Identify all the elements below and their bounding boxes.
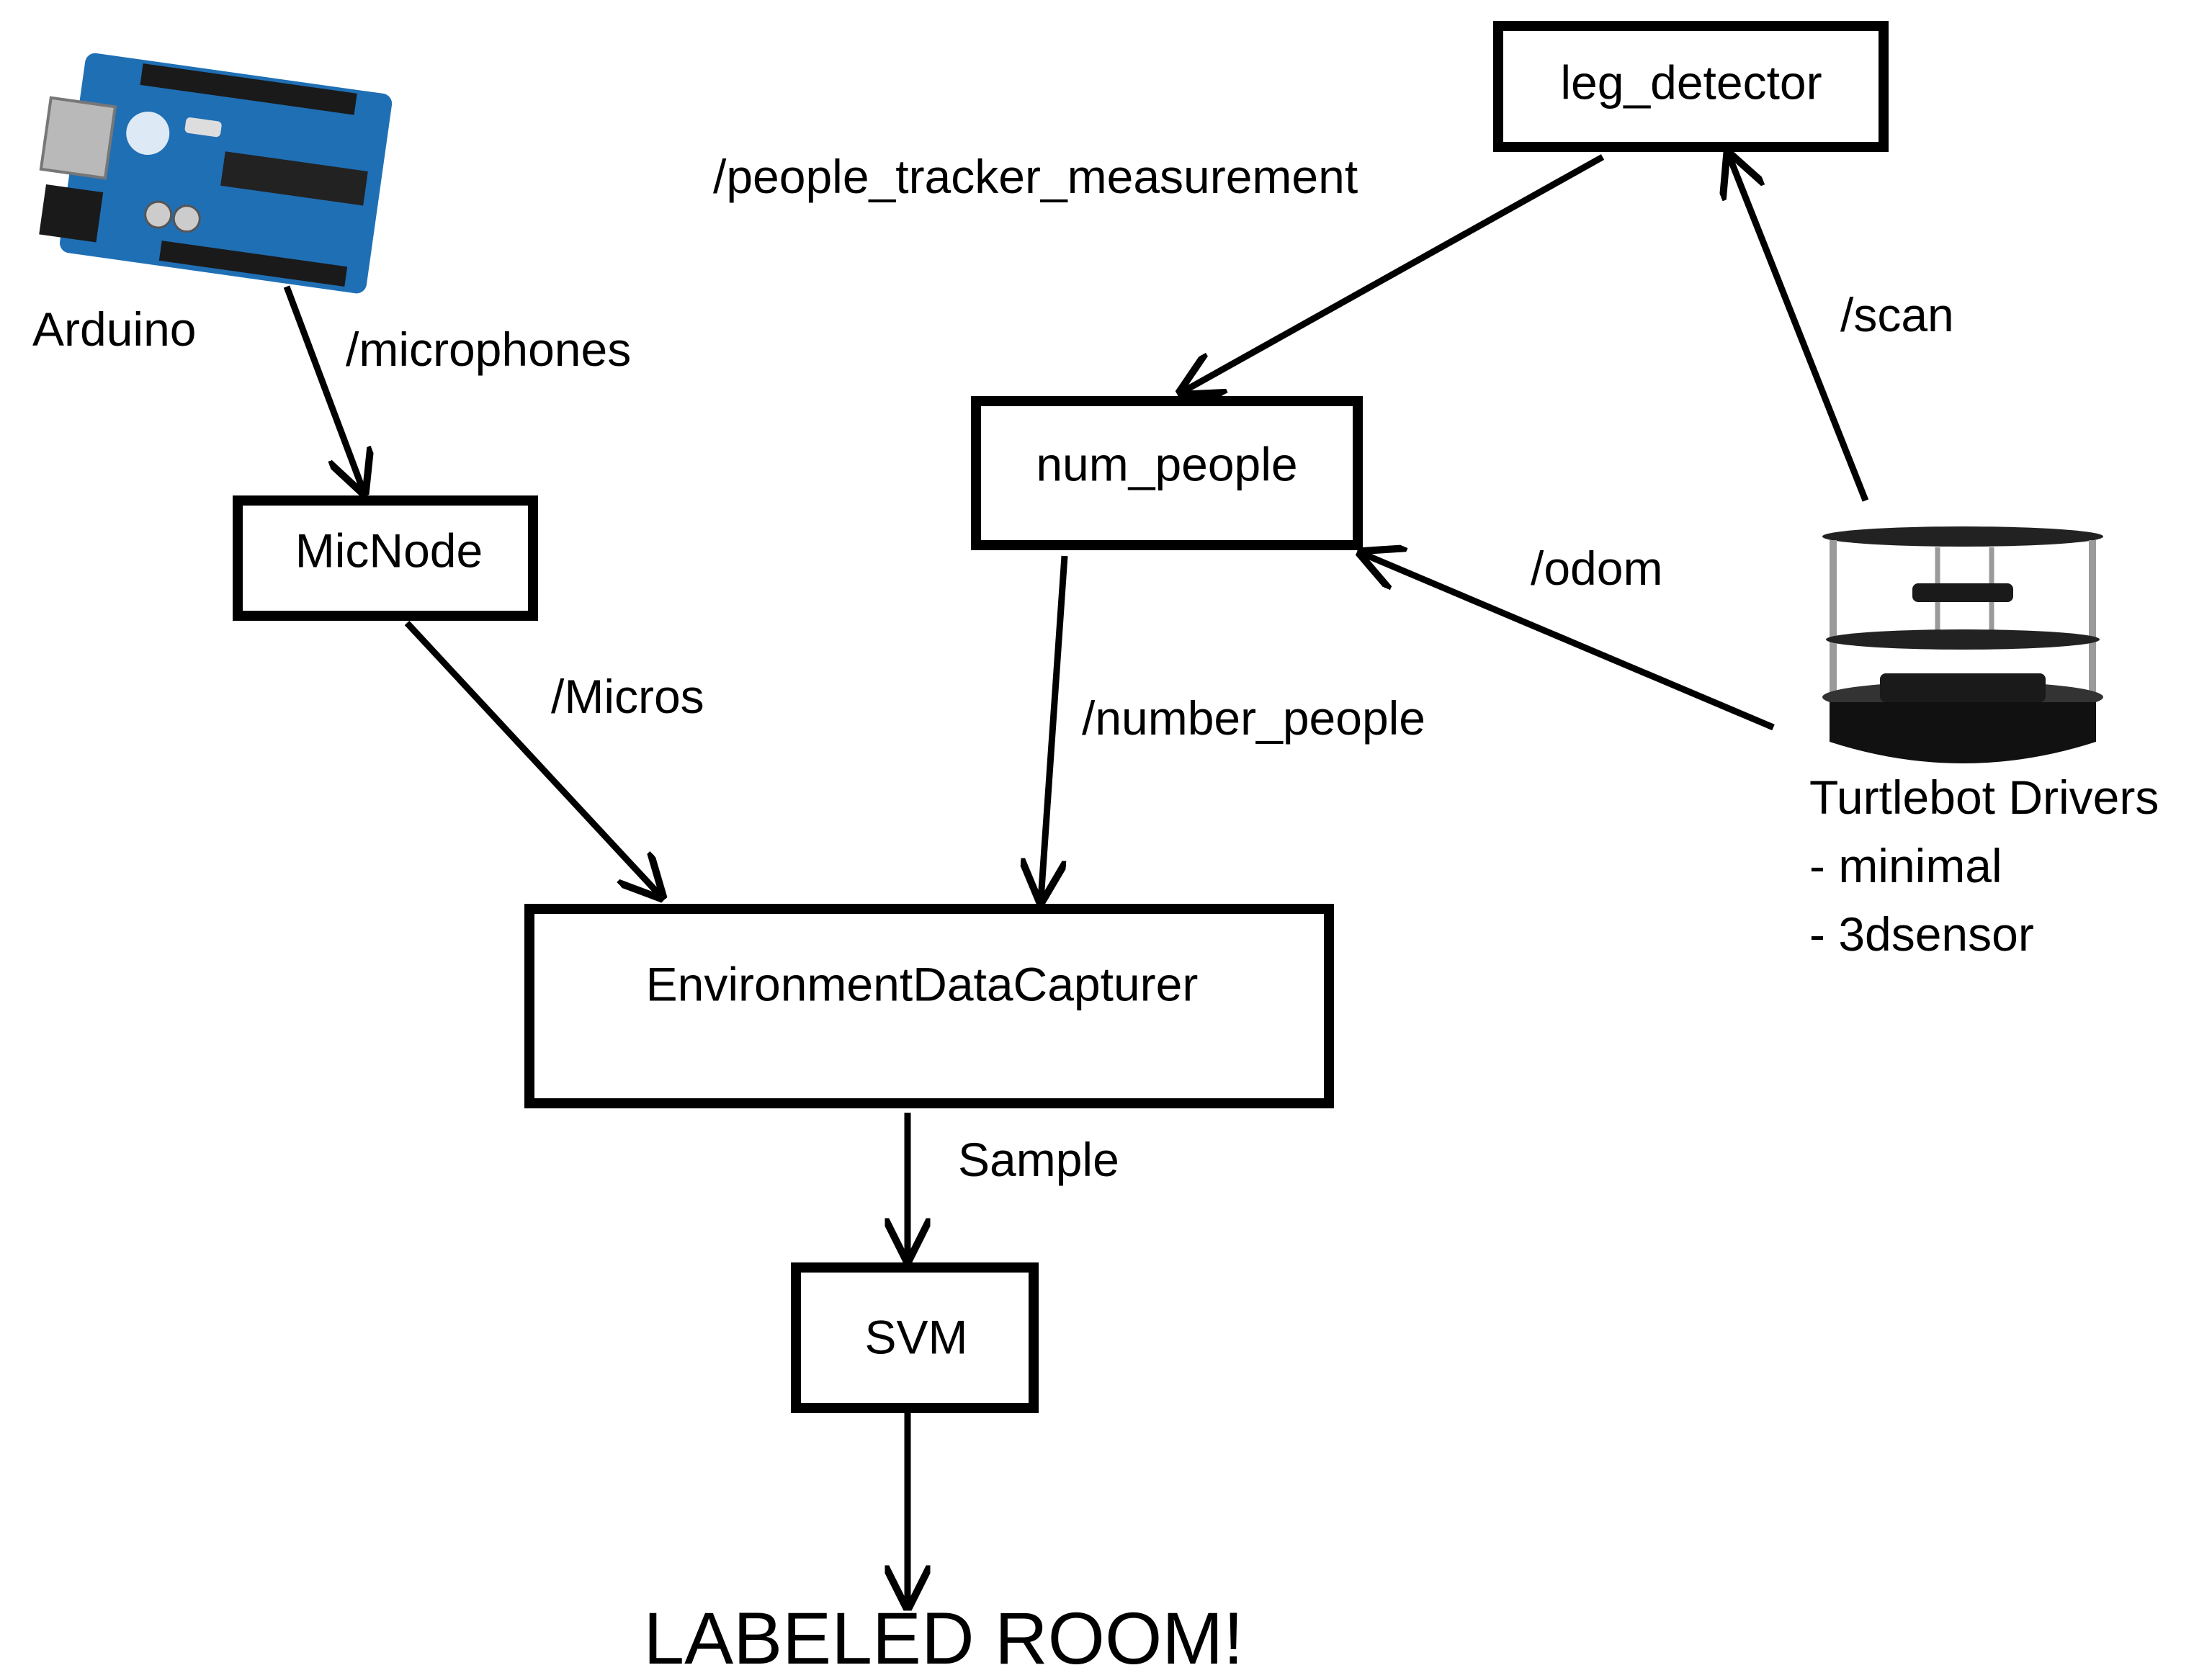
- node-env-capturer: EnvironmentDataCapturer: [524, 904, 1334, 1108]
- turtlebot-item-minimal: - minimal: [1809, 839, 2002, 892]
- arduino-header-top: [140, 63, 357, 115]
- edge-micros: [404, 620, 661, 897]
- edge-label-scan: /scan: [1840, 288, 1954, 341]
- arduino-usb-port: [39, 96, 117, 180]
- edge-label-microphones: /microphones: [346, 323, 631, 376]
- node-micnode: MicNode: [233, 495, 538, 621]
- svm-label: SVM: [864, 1310, 967, 1363]
- edge-label-sample: Sample: [958, 1133, 1119, 1186]
- edge-label-number-people: /number_people: [1082, 691, 1425, 745]
- turtlebot-item-3dsensor: - 3dsensor: [1809, 907, 2034, 961]
- leg-detector-box: [1493, 21, 1889, 152]
- env-capturer-box: [524, 904, 1334, 1108]
- edge-scan: [1729, 155, 1869, 502]
- num-people-box: [971, 396, 1363, 550]
- leg-detector-label: leg_detector: [1560, 55, 1822, 109]
- node-svm: SVM: [791, 1262, 1039, 1413]
- edge-odom: [1361, 553, 1775, 731]
- arduino-board-icon: [39, 53, 393, 294]
- edge-number-people: [1041, 555, 1068, 900]
- micnode-box: [233, 495, 538, 621]
- turtlebot-title: Turtlebot Drivers: [1809, 771, 2159, 824]
- edges: [283, 154, 1869, 1606]
- arduino-header-bottom: [158, 241, 348, 287]
- edge-people-tracker: [1181, 154, 1605, 392]
- turtlebot-sensor: [1912, 583, 2013, 602]
- turtlebot-base: [1830, 702, 2096, 763]
- labeled-room-output: LABELED ROOM!: [643, 1597, 1243, 1678]
- env-capturer-label: EnvironmentDataCapturer: [646, 957, 1199, 1010]
- svm-box: [791, 1262, 1039, 1413]
- arduino-capacitor: [144, 200, 173, 229]
- turtlebot-mid-plate: [1826, 629, 2100, 650]
- edge-label-people-tracker: /people_tracker_measurement: [713, 150, 1358, 203]
- node-num-people: num_people: [971, 396, 1363, 550]
- micnode-label: MicNode: [295, 524, 483, 577]
- arduino-label: Arduino: [32, 302, 197, 356]
- arduino-logo-icon: [126, 111, 170, 155]
- arduino-power-jack: [39, 184, 104, 243]
- arduino-crystal: [184, 117, 222, 138]
- arduino-chip: [220, 151, 368, 206]
- node-leg-detector: leg_detector: [1493, 21, 1889, 152]
- edge-label-odom: /odom: [1531, 542, 1662, 595]
- turtlebot-laptop: [1880, 673, 2046, 702]
- edge-label-micros: /Micros: [551, 670, 704, 723]
- turtlebot-robot-icon: [1822, 526, 2103, 763]
- arduino-capacitor: [172, 205, 201, 233]
- edge-microphones: [283, 285, 364, 492]
- turtlebot-top-plate: [1822, 526, 2103, 547]
- num-people-label: num_people: [1036, 437, 1297, 490]
